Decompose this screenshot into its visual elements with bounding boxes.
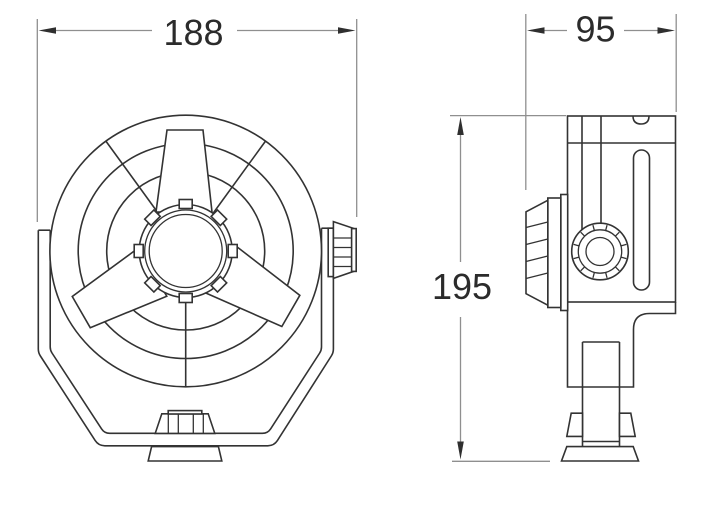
arrowhead-right-icon xyxy=(657,27,675,34)
dimension-width: 188 xyxy=(36,12,358,222)
dimension-height: 195 xyxy=(432,114,566,462)
grille-spoke-upper-left xyxy=(105,140,159,214)
arrowhead-left-icon xyxy=(38,27,56,34)
knob-mount-band xyxy=(559,193,569,312)
front-view xyxy=(37,114,358,462)
ratchet-knob-cap xyxy=(167,409,203,415)
dimension-label-height: 195 xyxy=(432,266,492,307)
mounting-foot-side xyxy=(560,445,640,462)
side-view xyxy=(525,115,677,462)
knob-knurling xyxy=(333,237,352,268)
arrowhead-down-icon xyxy=(457,441,464,460)
mounting-foot-front xyxy=(147,445,223,462)
arrowhead-left-icon xyxy=(527,27,545,34)
dimension-label-depth: 95 xyxy=(575,9,615,50)
vent-slot xyxy=(632,149,651,291)
ratchet-knob-knurling xyxy=(167,414,204,434)
knob-body xyxy=(332,220,355,280)
bottom-ratchet-knob xyxy=(154,409,216,435)
bracket-outer-outline xyxy=(37,228,335,447)
arrowhead-up-icon xyxy=(457,117,464,135)
dimension-depth: 95 xyxy=(525,9,677,190)
pivot-dial xyxy=(570,222,630,281)
hub-castellation-tabs xyxy=(133,198,238,304)
knob-face-cap xyxy=(350,227,358,273)
knob-face xyxy=(525,198,549,307)
arrowhead-right-icon xyxy=(338,27,356,34)
ratchet-knob-body xyxy=(154,413,216,435)
side-speed-knob-profile xyxy=(525,193,569,312)
lower-bracket-plate xyxy=(566,302,677,388)
grille-spoke-upper-right xyxy=(212,140,267,214)
hub-ring-inner-edge xyxy=(144,209,228,293)
dimension-label-width: 188 xyxy=(163,12,223,53)
side-speed-knob-front xyxy=(327,220,358,280)
dial-ring-inner-edge xyxy=(577,229,623,274)
knob-knurling xyxy=(525,221,548,280)
ratchet-knob-side-left xyxy=(565,412,584,438)
hub-ring xyxy=(133,198,238,304)
top-notch xyxy=(632,115,650,125)
dial-outer-circle xyxy=(570,222,630,281)
pedestal xyxy=(560,341,640,462)
ratchet-knob-side-right xyxy=(618,412,637,438)
knob-rear-band xyxy=(546,197,562,309)
dial-center-circle xyxy=(585,236,615,267)
hub-inner-circle xyxy=(148,213,223,289)
